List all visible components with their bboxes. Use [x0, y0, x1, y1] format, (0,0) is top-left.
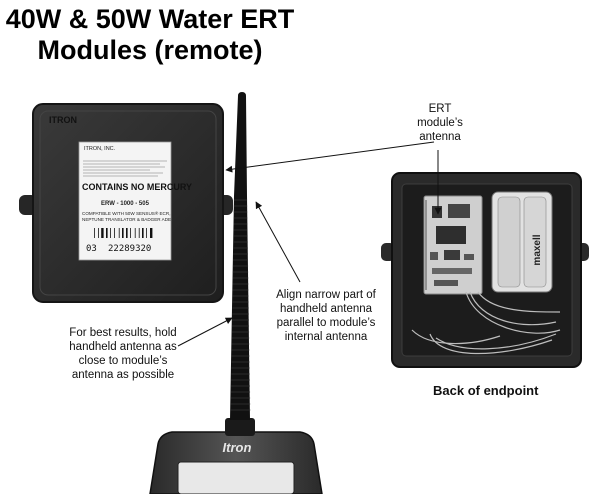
callout-best-line-1: For best results, hold [69, 327, 177, 339]
callout-best-line-4: antenna as possible [71, 369, 175, 381]
antenna-base [225, 418, 255, 436]
module-compat-1: COMPATIBLE WITH 50W SENSUS® ECR, [82, 211, 171, 216]
barcode-bar [106, 228, 108, 238]
barcode-bar [134, 228, 136, 238]
antenna-ribs [230, 199, 251, 411]
module-compat-2: NEPTUNE TRANSLATOR & BADGER ADE [82, 217, 172, 222]
battery: maxell [491, 191, 553, 293]
callout-ert-line-1: ERT [428, 103, 452, 115]
handheld-brand: Itron [222, 440, 252, 455]
handheld-device [149, 418, 323, 494]
barcode-bar [98, 228, 99, 238]
title-line-1: 40W & 50W Water ERT [5, 4, 295, 34]
callout-align-line-3: parallel to module’s [276, 317, 376, 329]
module-brand: ITRON [49, 115, 77, 125]
arrow-align-antenna [255, 201, 301, 283]
barcode-bar [130, 228, 131, 238]
page-title: 40W & 50W Water ERT Modules (remote) [0, 4, 300, 66]
barcode-bar [122, 228, 124, 238]
arrow-best-results [177, 317, 233, 347]
barcode-bar [114, 228, 115, 238]
barcode-bar [126, 228, 128, 238]
antenna-whip [230, 92, 250, 420]
callout-ert-line-2: module’s [417, 117, 463, 129]
callout-align: Align narrow part of handheld antenna pa… [256, 288, 396, 344]
barcode-bar [138, 228, 140, 238]
module-barcode [92, 226, 160, 240]
barcode-bar [146, 228, 147, 238]
caption-back-of-endpoint: Back of endpoint [433, 383, 539, 398]
callout-align-line-4: internal antenna [284, 331, 368, 343]
callout-align-line-1: Align narrow part of [276, 289, 376, 301]
module-serial: 22289320 [108, 244, 152, 254]
module-model: ERW - 1000 - 505 [101, 201, 149, 207]
handheld-screen [177, 461, 295, 494]
barcode-bar [118, 228, 120, 238]
barcode-bar [110, 228, 111, 238]
callout-ert-antenna: ERT module’s antenna [400, 102, 480, 144]
barcode-bar [142, 228, 144, 238]
module-company: ITRON, INC. [84, 146, 116, 152]
callout-best-results: For best results, hold handheld antenna … [56, 326, 190, 382]
barcode-bar [150, 228, 153, 238]
handheld-antenna [230, 92, 251, 420]
callout-arrows [177, 141, 442, 347]
callout-ert-line-3: antenna [419, 131, 461, 143]
callout-best-line-2: handheld antenna as [69, 341, 177, 353]
arrow-to-front-antenna [225, 141, 435, 173]
back-endpoint: maxell [381, 172, 589, 368]
front-module [19, 103, 233, 303]
wires [411, 291, 561, 355]
callout-align-line-2: handheld antenna [279, 303, 373, 315]
module-label [78, 141, 172, 261]
barcode-bar [101, 228, 104, 238]
module-warning: CONTAINS NO MERCURY [82, 182, 192, 192]
callout-best-line-3: close to module’s [78, 355, 168, 367]
barcode-bar [94, 228, 95, 238]
module-fine-print [83, 160, 167, 177]
module-serial-prefix: 03 [86, 244, 97, 254]
title-line-2: Modules (remote) [37, 35, 263, 65]
battery-brand: maxell [532, 234, 543, 265]
module-rim [39, 110, 217, 296]
